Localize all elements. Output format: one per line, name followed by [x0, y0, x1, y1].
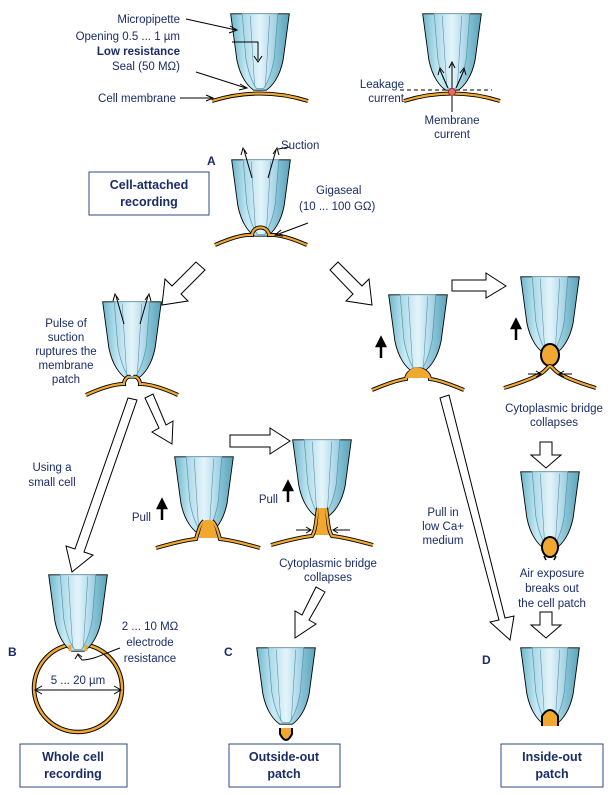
cell-diameter-label: 5 ... 20 µm: [51, 675, 106, 687]
cell-attached-label-1: Cell-attached: [110, 178, 189, 192]
whole-cell-box: [19, 743, 128, 788]
panel-air-exposure: Air exposure breaks out the cell patch: [518, 471, 586, 610]
arrow-rupture-to-pull: [144, 393, 174, 445]
pull-up-arrow-2: [281, 479, 295, 502]
small-cell-label-1: Using a: [33, 462, 73, 474]
panel-pull: Pull: [132, 456, 261, 550]
pull-up-arrow-bridge: [509, 317, 523, 340]
micropipette-c: [256, 647, 316, 725]
leakage-label-1: Leakage: [360, 79, 404, 91]
cell-membrane-label: Cell membrane: [98, 93, 176, 105]
panel-leakage-current: Leakage current Membrane current: [360, 13, 501, 141]
letter-d: D: [482, 653, 491, 667]
panel-d-inside-out: D Inside-out patch: [482, 647, 604, 788]
micropipette-bridge-left: [292, 439, 352, 517]
panel-a-cell-attached: A Cell-attached recording Suction Gigase…: [88, 140, 376, 247]
seal-50-label: Seal (50 MΩ): [112, 61, 180, 73]
bridge-left-label-1: Cytoplasmic bridge: [279, 558, 377, 570]
inside-out-label-1: Inside-out: [522, 750, 583, 764]
current-arrows: [437, 60, 467, 89]
membrane-spot: [448, 88, 456, 96]
outside-out-box: [228, 743, 341, 788]
whole-cell-label-2: recording: [44, 767, 102, 781]
pull-low-ca-label-3: medium: [423, 535, 464, 547]
arrow-pull-to-pull2: [229, 427, 291, 455]
letter-b: B: [8, 645, 17, 659]
pull-low-ca-label-2: low Ca+: [422, 521, 464, 533]
pull-up-arrow: [155, 497, 169, 520]
air-label-3: the cell patch: [518, 598, 586, 610]
bridge-left-label-2: collapses: [304, 572, 352, 584]
outside-out-patch: [279, 728, 293, 741]
inside-out-box: [500, 743, 604, 788]
pulse-label-1: Pulse of: [45, 318, 87, 330]
electrode-label-2: electrode: [126, 637, 173, 649]
panel-b-whole-cell: B 5 ... 20 µm 2 ... 10 MΩ electrode resi…: [8, 574, 179, 788]
arrow-bridge-to-air: [529, 441, 563, 469]
micropipette-rupture: [102, 301, 162, 379]
arrow-a-to-pull: [329, 261, 373, 306]
pulse-label-3: ruptures the: [35, 346, 96, 358]
membrane-current-label-1: Membrane: [425, 115, 480, 127]
panel-c-outside-out: C Outside-out patch: [224, 645, 341, 788]
leakage-label-2: current: [368, 93, 405, 105]
inside-out-label-2: patch: [535, 767, 568, 781]
low-resistance-label: Low resistance: [97, 46, 180, 58]
flow-arrows: [65, 261, 563, 641]
gigaseal-label: Gigaseal: [316, 185, 361, 197]
micropipette-b: [48, 574, 108, 652]
arrow-a-to-rupture: [161, 261, 206, 306]
letter-c: C: [224, 645, 233, 659]
bridge-right-label-2: collapses: [530, 417, 578, 429]
small-cell-label-2: small cell: [28, 477, 75, 489]
cell-attached-box: [88, 171, 210, 216]
pulse-label-5: patch: [52, 374, 80, 386]
outside-out-label-1: Outside-out: [249, 750, 320, 764]
arrow-pull-to-bridge: [451, 272, 507, 299]
suction-label: Suction: [281, 140, 319, 152]
air-label-2: breaks out: [525, 583, 580, 595]
membrane-current-label-2: current: [434, 129, 471, 141]
pull-low-ca-label-1: Pull in: [427, 507, 458, 519]
arrow-to-inside-out-long: [439, 394, 515, 641]
bridge-right-label-1: Cytoplasmic bridge: [505, 403, 603, 415]
micropipette-label: Micropipette: [117, 14, 180, 26]
panel-pull-right: [371, 294, 465, 392]
air-label-1: Air exposure: [520, 568, 585, 580]
electrode-label-3: resistance: [124, 653, 176, 665]
pulse-label-2: suction: [48, 332, 84, 344]
pulse-label-4: membrane: [39, 360, 94, 372]
panel-bridge-right: Cytoplasmic bridge collapses: [503, 276, 603, 429]
membrane-bridge-right: [503, 363, 597, 390]
micropipette-initial: [230, 13, 290, 91]
whole-cell-label-1: Whole cell: [42, 750, 104, 764]
cell-bulb-air: [541, 536, 559, 558]
panel-bridge-left: Pull Cytoplasmic bridge collapses: [259, 439, 377, 584]
panel-rupture: Pulse of suction ruptures the membrane p…: [35, 292, 179, 397]
outside-out-label-2: patch: [267, 767, 300, 781]
inside-out-patch: [541, 709, 559, 726]
electrode-label-1: 2 ... 10 MΩ: [122, 621, 179, 633]
micropipette-bridge-right: [520, 276, 580, 354]
micropipette-pull-right: [388, 294, 448, 372]
gigaseal-range-label: (10 ... 100 GΩ): [299, 201, 376, 213]
arrow-to-whole-cell: [65, 397, 138, 573]
arrow-air-to-inside-out: [529, 611, 563, 639]
pull-label-1: Pull: [132, 512, 151, 524]
micropipette-a: [231, 159, 291, 237]
cell-bulb-right: [540, 343, 560, 367]
pull-label-2: Pull: [259, 494, 278, 506]
letter-a: A: [207, 154, 216, 168]
panel-initial-approach: Micropipette Opening 0.5 ... 1 µm Low re…: [76, 13, 309, 105]
suction-arrows: [240, 146, 280, 179]
cell-attached-label-2: recording: [120, 195, 178, 209]
membrane-rupture: [85, 374, 179, 397]
opening-label: Opening 0.5 ... 1 µm: [76, 31, 180, 43]
pull-up-arrow-right: [374, 335, 388, 358]
arrow-to-outside-out: [294, 586, 326, 639]
rupture-suction-arrows: [112, 292, 152, 325]
